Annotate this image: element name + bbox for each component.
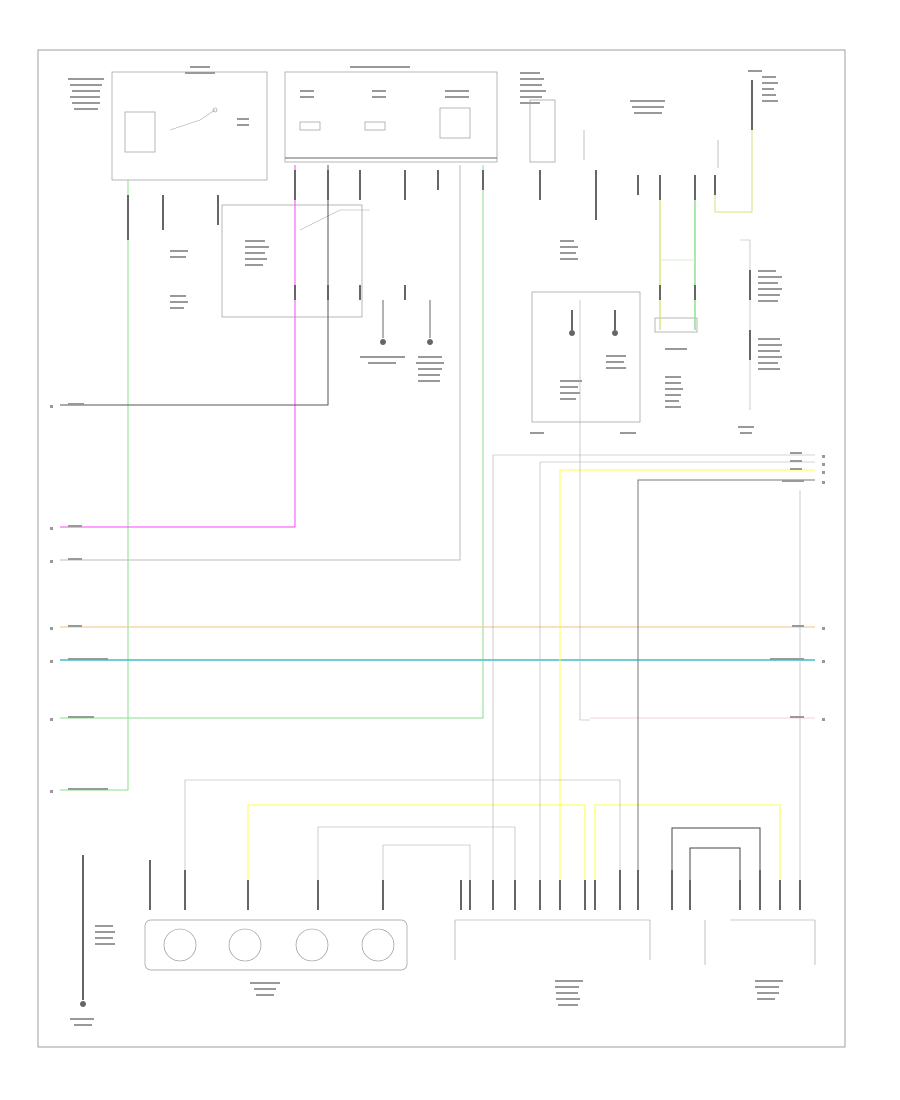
- wire-pink: [60, 165, 296, 528]
- top-left-component-group: [68, 66, 498, 181]
- pcm-module: [454, 919, 651, 1006]
- wire-bottom-gray-a: [184, 779, 621, 910]
- wire-yellow-top-right: [714, 80, 753, 213]
- diagram-frame: [37, 49, 846, 1048]
- center-module-box: [221, 204, 363, 318]
- wire-green-left: [60, 180, 129, 791]
- relay-coil: [124, 111, 156, 153]
- wire-yellow-a: [559, 469, 815, 910]
- bottom-left-ground: [70, 855, 115, 1026]
- wire-gray-right-4: [579, 300, 590, 721]
- center-module-group: [170, 204, 444, 382]
- injector-module-box: [144, 919, 408, 971]
- bottom-connectors: [149, 860, 801, 910]
- top-left-text-blocks: [68, 66, 469, 126]
- wire-dark-gray: [60, 165, 329, 406]
- wire-green-right: [60, 165, 484, 719]
- wire-gray-right-3: [492, 454, 815, 910]
- wire-yellow-c: [594, 804, 781, 910]
- wire-yellow-b: [247, 804, 586, 910]
- wire-light-gray: [60, 165, 461, 561]
- sensor-pair: [360, 300, 444, 382]
- injector-module: [144, 919, 408, 996]
- right-bottom-module: [704, 919, 816, 1000]
- wire-bottom-black: [671, 827, 761, 910]
- wire-bottom-gray-b: [317, 826, 516, 910]
- top-right-component-group: [520, 70, 782, 434]
- wire-bottom-black-2: [689, 847, 741, 910]
- fuse-2: [364, 121, 386, 131]
- center-module-switch: [299, 209, 370, 231]
- center-module-text: [170, 240, 269, 309]
- right-edge-labels: [770, 452, 825, 721]
- module-d-box: [654, 317, 698, 333]
- wire-bottom-gray-c: [382, 844, 471, 910]
- fuse-block-box: [284, 71, 498, 163]
- relay-switch: [169, 109, 216, 131]
- module-c-box: [531, 291, 641, 423]
- top-connectors: [127, 80, 753, 360]
- fuse-1: [299, 121, 321, 131]
- sensor-box-left: [529, 99, 556, 163]
- relay-contact: [212, 107, 218, 113]
- left-edge-labels: [50, 403, 108, 793]
- fuse-3: [439, 107, 471, 139]
- wire-gray-right-2: [539, 461, 815, 910]
- wire-gray-right-5: [740, 239, 751, 410]
- wire-gray-right-1: [637, 479, 815, 910]
